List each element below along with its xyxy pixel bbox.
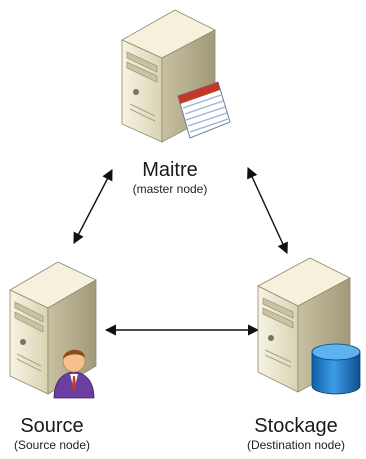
storage-server-icon	[257, 257, 351, 393]
storage-node-name: Stockage	[254, 415, 338, 437]
master-node-role: (master node)	[132, 182, 208, 196]
edge-master-storage	[247, 166, 288, 255]
master-node-name: Maitre	[142, 159, 198, 181]
source-node-name: Source	[20, 415, 84, 437]
master-node-label: Maitre (master node)	[100, 158, 240, 197]
document-icon	[177, 81, 231, 139]
storage-node-label: Stockage (Destination node)	[226, 414, 366, 453]
user-icon	[53, 349, 95, 399]
source-node-role: (Source node)	[13, 438, 91, 452]
master-server-icon	[121, 9, 216, 143]
source-server-icon	[9, 261, 97, 395]
source-node-label: Source (Source node)	[0, 414, 104, 453]
database-icon	[311, 343, 361, 395]
edge-master-source	[73, 169, 113, 244]
storage-node-role: (Destination node)	[246, 438, 346, 452]
